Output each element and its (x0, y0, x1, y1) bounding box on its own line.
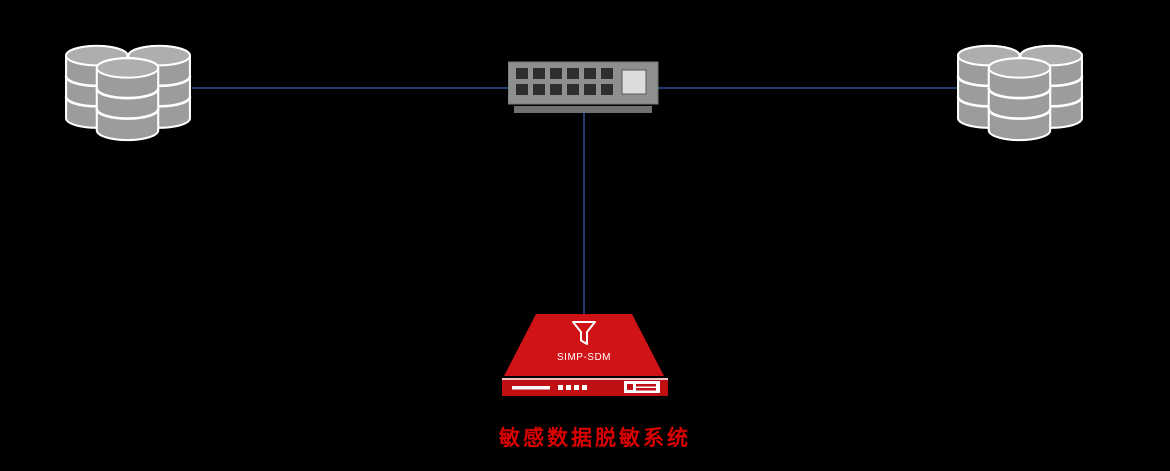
database-cluster-icon (64, 44, 192, 142)
panel-top-line (502, 378, 668, 380)
appliance-front-panel (502, 378, 668, 396)
database-cluster-left (64, 44, 192, 142)
switch-base (514, 106, 652, 113)
panel-port-leds (558, 385, 587, 390)
switch-uplink-port (621, 69, 647, 95)
switch-ports (516, 68, 613, 95)
appliance-label: SIMP-SDM (557, 352, 611, 363)
panel-vent-slot (512, 386, 550, 390)
funnel-icon (572, 321, 596, 345)
network-switch (507, 60, 660, 116)
diagram-title: 敏感数据脱敏系统 (499, 427, 691, 450)
sdm-appliance: SIMP-SDM (500, 308, 670, 406)
network-switch-icon (507, 61, 659, 113)
masking-appliance-icon: SIMP-SDM (502, 314, 668, 396)
vendor-logo (624, 381, 660, 393)
appliance-trapezoid (504, 314, 664, 376)
database-cluster-icon (956, 44, 1084, 142)
database-cluster-right (956, 44, 1084, 142)
